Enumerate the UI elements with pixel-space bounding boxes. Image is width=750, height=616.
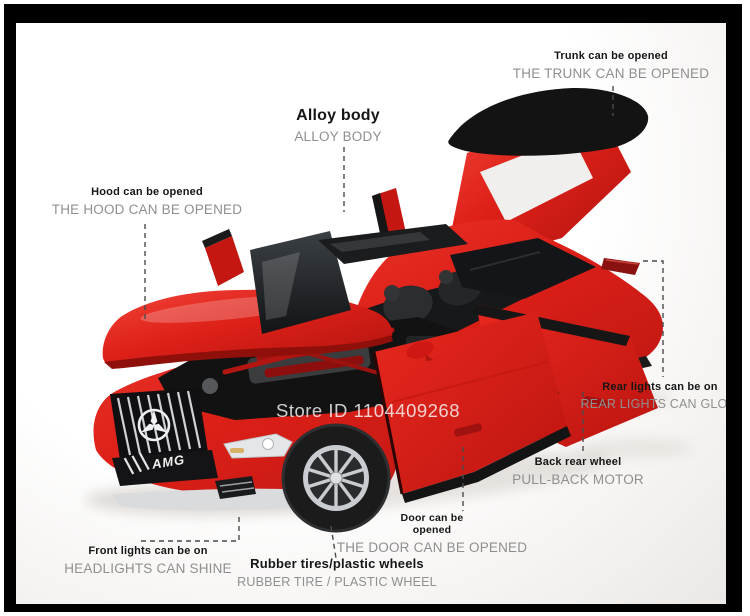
annotation-pull-back-subtitle: PULL-BACK MOTOR (512, 472, 644, 487)
annotation-door-title-line2: opened (412, 524, 452, 536)
annotation-alloy-body: Alloy body ALLOY BODY (294, 107, 381, 144)
side-mirror (406, 341, 434, 361)
annotation-trunk: Trunk can be opened THE TRUNK CAN BE OPE… (513, 50, 709, 81)
frame-bottom-bar (4, 604, 742, 612)
frame-right-bar (726, 4, 742, 608)
annotation-alloy-body-subtitle: ALLOY BODY (294, 129, 382, 144)
annotation-rear-lights: Rear lights can be on REAR LIGHTS CAN GL… (581, 381, 740, 412)
watermark: Store ID 1104409268 (276, 400, 461, 421)
leader-front-lights (141, 517, 240, 542)
annotation-door-subtitle: THE DOOR CAN BE OPENED (336, 540, 528, 555)
annotation-trunk-title: Trunk can be opened (554, 50, 668, 62)
amg-badge-group: AMG (123, 452, 186, 475)
front-grille (110, 388, 208, 460)
frame-top-bar (4, 4, 742, 23)
annotation-alloy-body-title: Alloy body (296, 107, 380, 124)
front-wheel (281, 423, 391, 533)
amg-badge: AMG (150, 452, 186, 472)
annotation-pull-back-title: Back rear wheel (534, 456, 622, 468)
open-front-door (372, 312, 571, 503)
frame-left-bar (4, 4, 16, 608)
annotation-door: Door can be opened THE DOOR CAN BE OPENE… (337, 512, 527, 555)
sunroof (318, 224, 468, 264)
leader-rear-lights (643, 260, 664, 377)
annotation-trunk-subtitle: THE TRUNK CAN BE OPENED (512, 66, 710, 81)
annotation-tires-title: Rubber tires/plastic wheels (250, 556, 424, 571)
annotation-pull-back: Back rear wheel PULL-BACK MOTOR (512, 456, 644, 487)
taillight (601, 258, 640, 275)
annotation-tires-subtitle: RUBBER TIRE / PLASTIC WHEEL (237, 575, 437, 589)
annotation-tires: Rubber tires/plastic wheels RUBBER TIRE … (237, 557, 437, 590)
annotation-hood-title: Hood can be opened (91, 186, 203, 198)
annotation-rear-lights-title: Rear lights can be on (602, 381, 718, 393)
annotation-rear-lights-subtitle: REAR LIGHTS CAN GLOW (580, 397, 740, 411)
annotation-door-title-line1: Door can be (400, 512, 464, 524)
headlight (223, 433, 293, 459)
annotation-hood: Hood can be opened THE HOOD CAN BE OPENE… (52, 186, 242, 217)
annotation-hood-subtitle: THE HOOD CAN BE OPENED (51, 202, 243, 217)
trunk-cavity (450, 238, 596, 299)
rear-spoiler (448, 87, 649, 156)
leader-lines (141, 86, 664, 559)
annotation-front-lights-title: Front lights can be on (88, 545, 208, 557)
annotation-front-lights-subtitle: HEADLIGHTS CAN SHINE (64, 561, 232, 576)
annotation-front-lights: Front lights can be on HEADLIGHTS CAN SH… (64, 545, 232, 576)
windshield (250, 231, 351, 334)
mercedes-star-icon (137, 408, 171, 442)
